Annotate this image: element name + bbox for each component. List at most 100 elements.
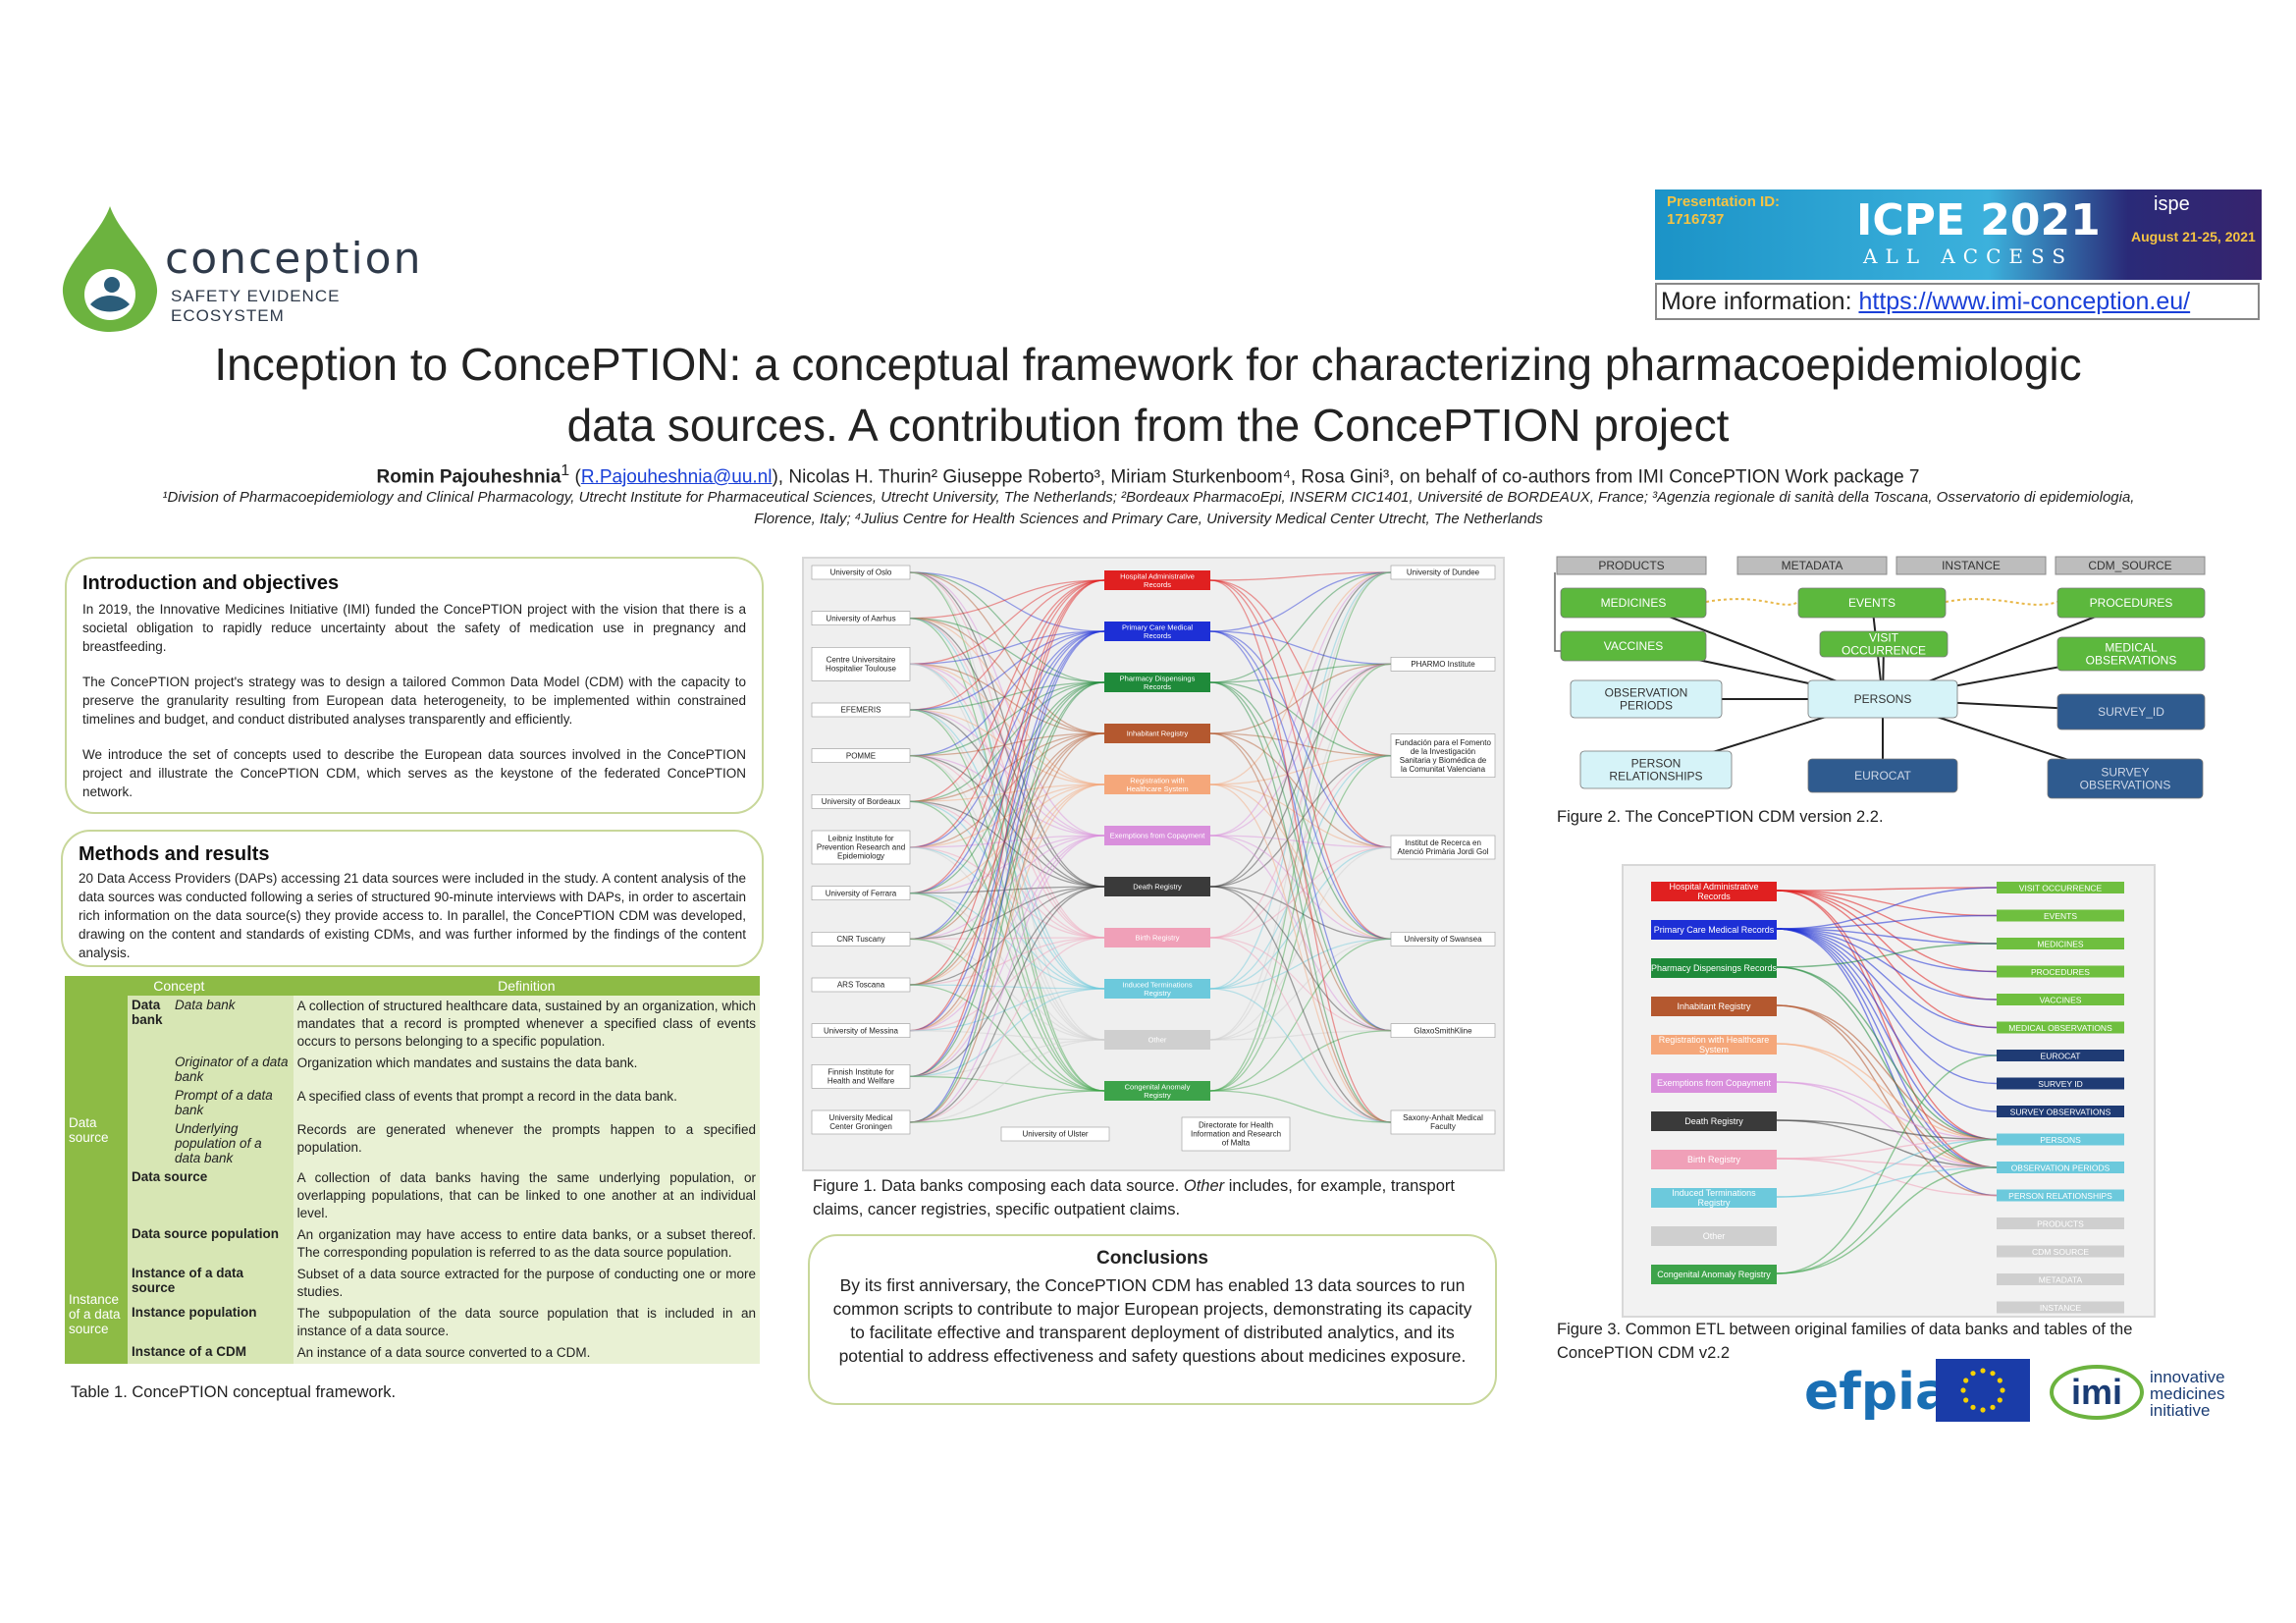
flow-link — [909, 784, 1105, 986]
data-bank-label: Registry — [1144, 989, 1171, 998]
cdm-table-box — [2056, 636, 2206, 672]
etl-link — [1776, 887, 1998, 892]
source-node — [811, 748, 911, 763]
etl-link — [1776, 1166, 1998, 1198]
table-row: Instance of a CDM An instance of a data … — [65, 1342, 760, 1364]
source-node — [811, 830, 911, 865]
cdm-table-label: PROCEDURES — [2090, 596, 2173, 610]
flow-link — [909, 630, 1105, 665]
flow-link — [1209, 681, 1392, 1123]
imi-logo-text: innovative medicines initiative — [2150, 1368, 2225, 1420]
source-node — [811, 1023, 911, 1038]
etl-link — [1776, 1043, 1998, 1141]
cdm-table-label: PERIODS — [1620, 699, 1673, 713]
eu-star-icon — [1990, 1371, 1996, 1377]
poster-title: Inception to ConcePTION: a conceptual fr… — [214, 339, 2082, 451]
etl-link — [1776, 1004, 1998, 1168]
flow-link — [1209, 630, 1392, 848]
flow-link — [909, 800, 1105, 888]
etl-link — [1776, 1166, 1998, 1274]
flow-link — [909, 835, 1105, 848]
author-line: Romin Pajouheshnia1 (R.Pajouheshnia@uu.n… — [376, 462, 1920, 488]
table-caption: Table 1. ConcePTION conceptual framework… — [71, 1383, 397, 1401]
conception-logo: conception SAFETY EVIDENCE ECOSYSTEM — [61, 206, 454, 334]
flow-link — [909, 732, 1105, 802]
flow-link — [909, 630, 1105, 940]
source-node-label: Prevention Research and — [817, 843, 905, 852]
etl-source-label: Exemptions from Copayment — [1657, 1078, 1772, 1088]
flow-link — [1209, 732, 1392, 848]
flow-link — [909, 784, 1105, 894]
cdm-table-box — [1807, 758, 1958, 793]
flow-link — [1209, 846, 1392, 990]
flow-link — [1209, 571, 1392, 837]
flow-link — [1209, 937, 1392, 1123]
cdm-header-tab — [1896, 556, 2047, 575]
flow-link — [909, 618, 1105, 683]
cdm-table-label: SURVEY — [2101, 766, 2149, 780]
etl-link — [1776, 1081, 1998, 1168]
eu-star-icon — [1963, 1378, 1969, 1383]
flow-link — [1209, 579, 1392, 757]
source-node-label: Centre Universitaire — [827, 656, 896, 665]
cdm-table-label: RELATIONSHIPS — [1609, 770, 1702, 784]
cdm-table-label: VISIT — [1869, 631, 1899, 645]
cdm-table-box — [1579, 750, 1733, 789]
source-node-label: Fundación para el Fomento — [1395, 738, 1491, 747]
source-node-label: Sanitaria y Biomédica de — [1400, 756, 1487, 765]
more-info-label: More information: — [1661, 288, 1852, 315]
etl-source-label: Primary Care Medical Records — [1654, 925, 1775, 935]
cdm-table-label: SURVEY_ID — [2098, 705, 2164, 719]
group-instance: Instance of a data source — [65, 1264, 128, 1364]
source-node — [1390, 1109, 1496, 1135]
flow-link — [909, 784, 1105, 848]
table-row: Prompt of a data bank A specified class … — [65, 1086, 760, 1119]
figure-3-caption: Figure 3. Common ETL between original fa… — [1557, 1321, 2133, 1362]
etl-source-node — [1651, 1111, 1777, 1131]
author-email-link[interactable]: R.Pajouheshnia@uu.nl — [580, 466, 773, 488]
flow-link — [909, 732, 1105, 757]
etl-source-node — [1651, 920, 1777, 940]
source-node — [1390, 733, 1496, 778]
etl-source-node — [1651, 1073, 1777, 1093]
flow-link — [909, 630, 1105, 1123]
intro-box: Introduction and objectives In 2019, the… — [65, 557, 764, 814]
flow-link — [909, 579, 1105, 894]
flow-link — [909, 846, 1105, 990]
more-info-link[interactable]: https://www.imi-conception.eu/ — [1858, 288, 2191, 315]
data-bank-label: Records — [1144, 631, 1171, 640]
flow-link — [1209, 571, 1392, 1041]
etl-link — [1776, 928, 1998, 1141]
conclusions-box: Conclusions By its first anniversary, th… — [808, 1234, 1497, 1405]
etl-link — [1776, 890, 1998, 1141]
etl-target-node — [1997, 1133, 2124, 1146]
cdm-table-box — [2056, 693, 2206, 730]
flow-link — [909, 681, 1105, 894]
flow-link — [1209, 663, 1392, 888]
flow-link — [1209, 681, 1392, 757]
data-bank-node — [1104, 622, 1210, 641]
eu-star-icon — [1960, 1387, 1966, 1393]
flow-link — [909, 681, 1105, 940]
etl-link — [1776, 1158, 1998, 1197]
flow-link — [909, 618, 1105, 1092]
subgroup-data-bank: Data bank — [128, 996, 171, 1167]
etl-target-node — [1997, 1106, 2124, 1117]
cdm-header-label: METADATA — [1782, 559, 1843, 572]
flow-link — [909, 571, 1105, 837]
intro-paragraph-2: The ConcePTION project's strategy was to… — [82, 675, 746, 727]
flow-link — [909, 937, 1105, 1123]
data-bank-label: Death Registry — [1133, 883, 1182, 892]
cdm-table-label: EUROCAT — [1854, 769, 1911, 783]
flow-link — [1209, 784, 1392, 940]
flow-link — [909, 1039, 1105, 1123]
etl-target-node — [1997, 1301, 2124, 1314]
flow-link — [1209, 886, 1392, 1123]
flow-link — [1209, 1090, 1392, 1123]
efpia-logo: efpia — [1804, 1363, 1950, 1422]
flow-link — [909, 732, 1105, 986]
logo-subtitle: SAFETY EVIDENCE ECOSYSTEM — [171, 287, 341, 325]
logo-wordmark: conception — [165, 234, 423, 284]
